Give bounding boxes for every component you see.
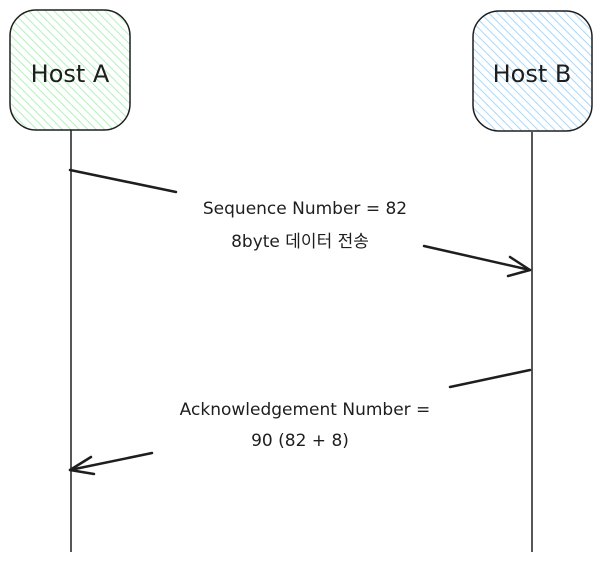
host-a-label: Host A [31, 60, 110, 88]
acknowledgement-label-line1: Acknowledgement Number = [180, 400, 431, 420]
arrowhead-icon [68, 455, 96, 476]
sequence-label-line1: Sequence Number = 82 [203, 199, 407, 219]
host-a-box[interactable]: Host A [9, 9, 131, 131]
acknowledgement-label-line2: 90 (82 + 8) [251, 431, 349, 451]
acknowledgement-arrow[interactable] [68, 368, 532, 476]
host-b-box[interactable]: Host B [472, 10, 593, 132]
arrowhead-icon [506, 255, 532, 278]
sequence-label-line2: 8byte 데이터 전송 [231, 232, 369, 252]
sequence-arrow[interactable] [68, 168, 532, 278]
host-b-label: Host B [493, 60, 572, 88]
